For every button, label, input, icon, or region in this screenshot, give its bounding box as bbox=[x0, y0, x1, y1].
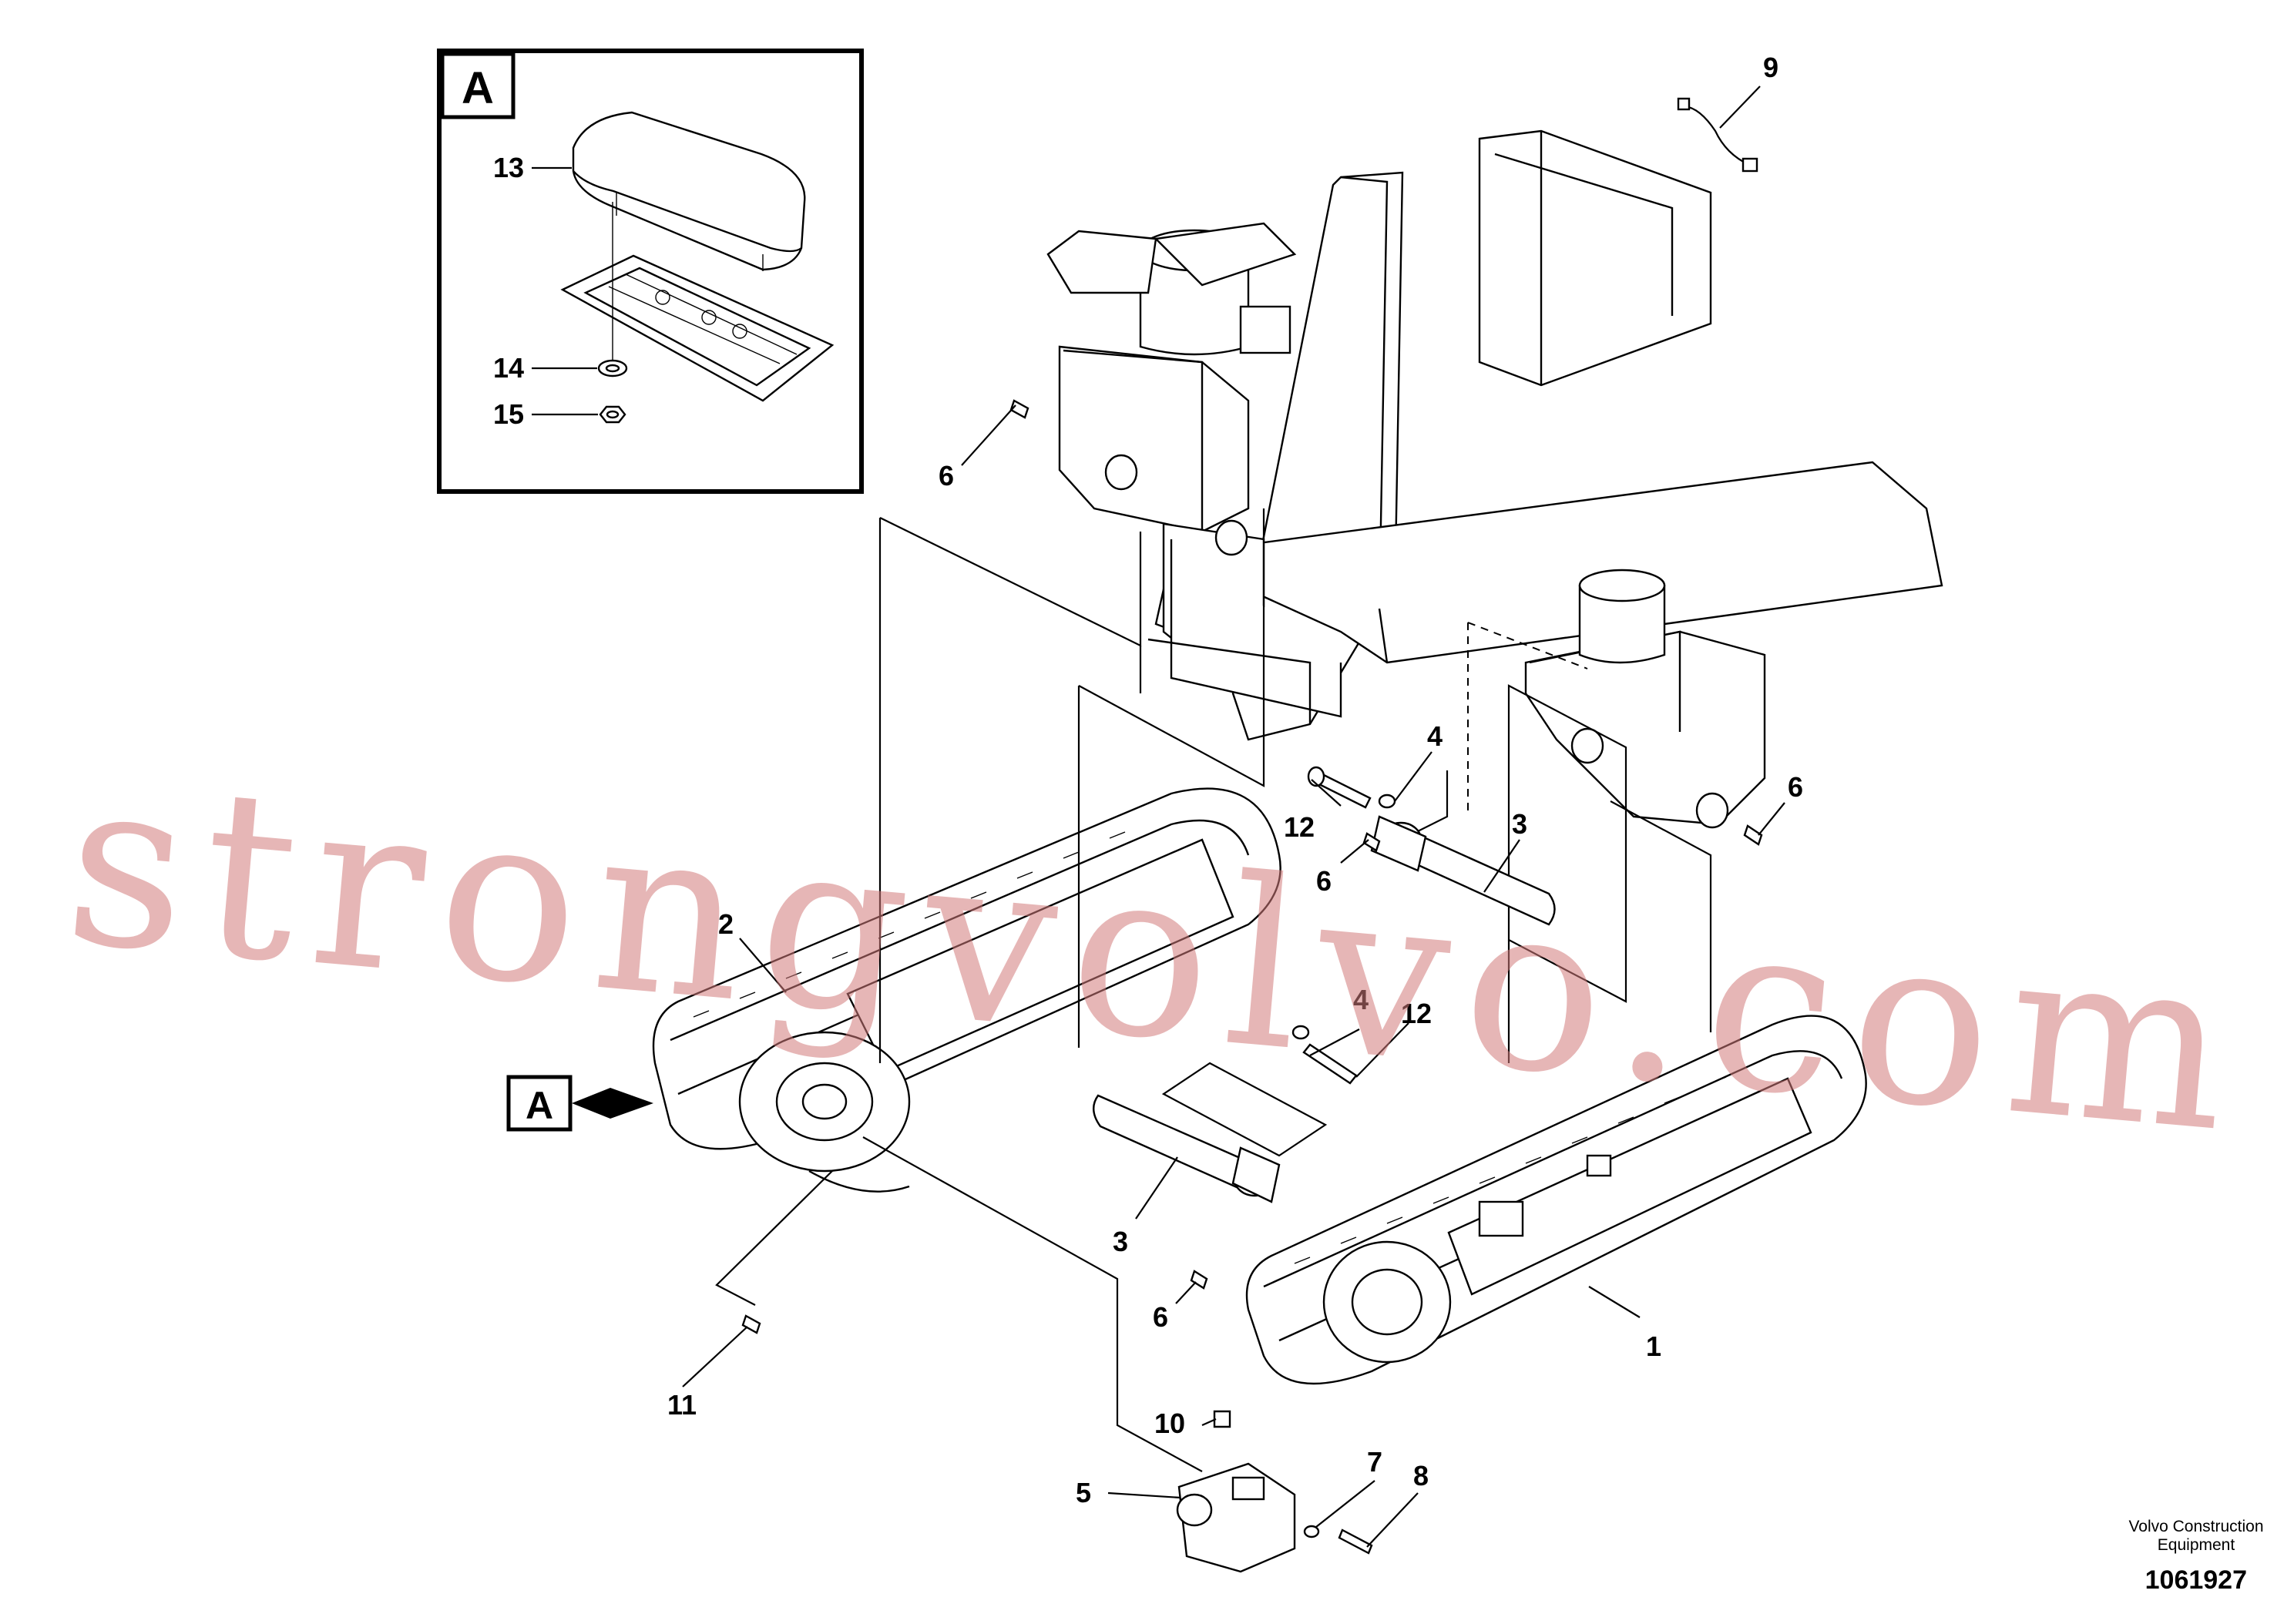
callout-4-lower: 4 bbox=[1353, 984, 1369, 1015]
assembly-lines bbox=[715, 97, 1763, 1573]
callout-14: 14 bbox=[493, 352, 524, 384]
detail-marker-a: A bbox=[506, 1075, 653, 1132]
callout-9: 9 bbox=[1763, 52, 1778, 83]
callout-4-upper: 4 bbox=[1427, 720, 1443, 752]
inset-detail-a: A 13 14 15 bbox=[437, 49, 864, 494]
callout-10: 10 bbox=[1154, 1408, 1185, 1439]
callout-6-mid: 6 bbox=[1316, 865, 1332, 897]
footer: Volvo Construction Equipment 1061927 bbox=[2128, 1518, 2263, 1595]
callout-5: 5 bbox=[1076, 1477, 1091, 1508]
callout-12-lower: 12 bbox=[1401, 998, 1432, 1029]
callout-13: 13 bbox=[493, 152, 524, 183]
machine-frame bbox=[1046, 129, 1943, 829]
document-number: 1061927 bbox=[2145, 1565, 2247, 1595]
callout-leaders bbox=[682, 86, 1785, 1548]
maker-name-line-2: Equipment bbox=[2158, 1536, 2235, 1554]
callout-15: 15 bbox=[493, 398, 524, 430]
track-plate-part bbox=[560, 254, 835, 402]
callout-2: 2 bbox=[718, 908, 734, 940]
inset-label: A bbox=[462, 63, 494, 113]
callout-3-upper: 3 bbox=[1512, 808, 1527, 840]
washer-part bbox=[597, 359, 628, 377]
callout-6-right: 6 bbox=[1788, 771, 1803, 803]
callout-numbers: 1 2 3 3 4 4 5 6 6 6 6 7 8 9 10 11 12 12 bbox=[667, 52, 1803, 1508]
rubber-pad-part bbox=[572, 111, 806, 271]
callout-1: 1 bbox=[1646, 1330, 1661, 1362]
callout-8: 8 bbox=[1413, 1460, 1429, 1491]
left-track-unit bbox=[652, 787, 1281, 1193]
callout-11: 11 bbox=[667, 1389, 697, 1421]
watermark: strongvolvo.com bbox=[57, 726, 2255, 1185]
callout-7: 7 bbox=[1367, 1446, 1382, 1478]
callout-6-top: 6 bbox=[939, 460, 954, 492]
right-track-unit bbox=[1245, 1015, 1867, 1385]
callout-3-lower: 3 bbox=[1113, 1226, 1128, 1257]
detail-marker-label: A bbox=[526, 1084, 553, 1127]
nut-part bbox=[599, 405, 626, 424]
callout-6-lower: 6 bbox=[1153, 1301, 1168, 1333]
callout-12-upper: 12 bbox=[1284, 811, 1315, 843]
maker-name-line-1: Volvo Construction bbox=[2128, 1518, 2263, 1535]
